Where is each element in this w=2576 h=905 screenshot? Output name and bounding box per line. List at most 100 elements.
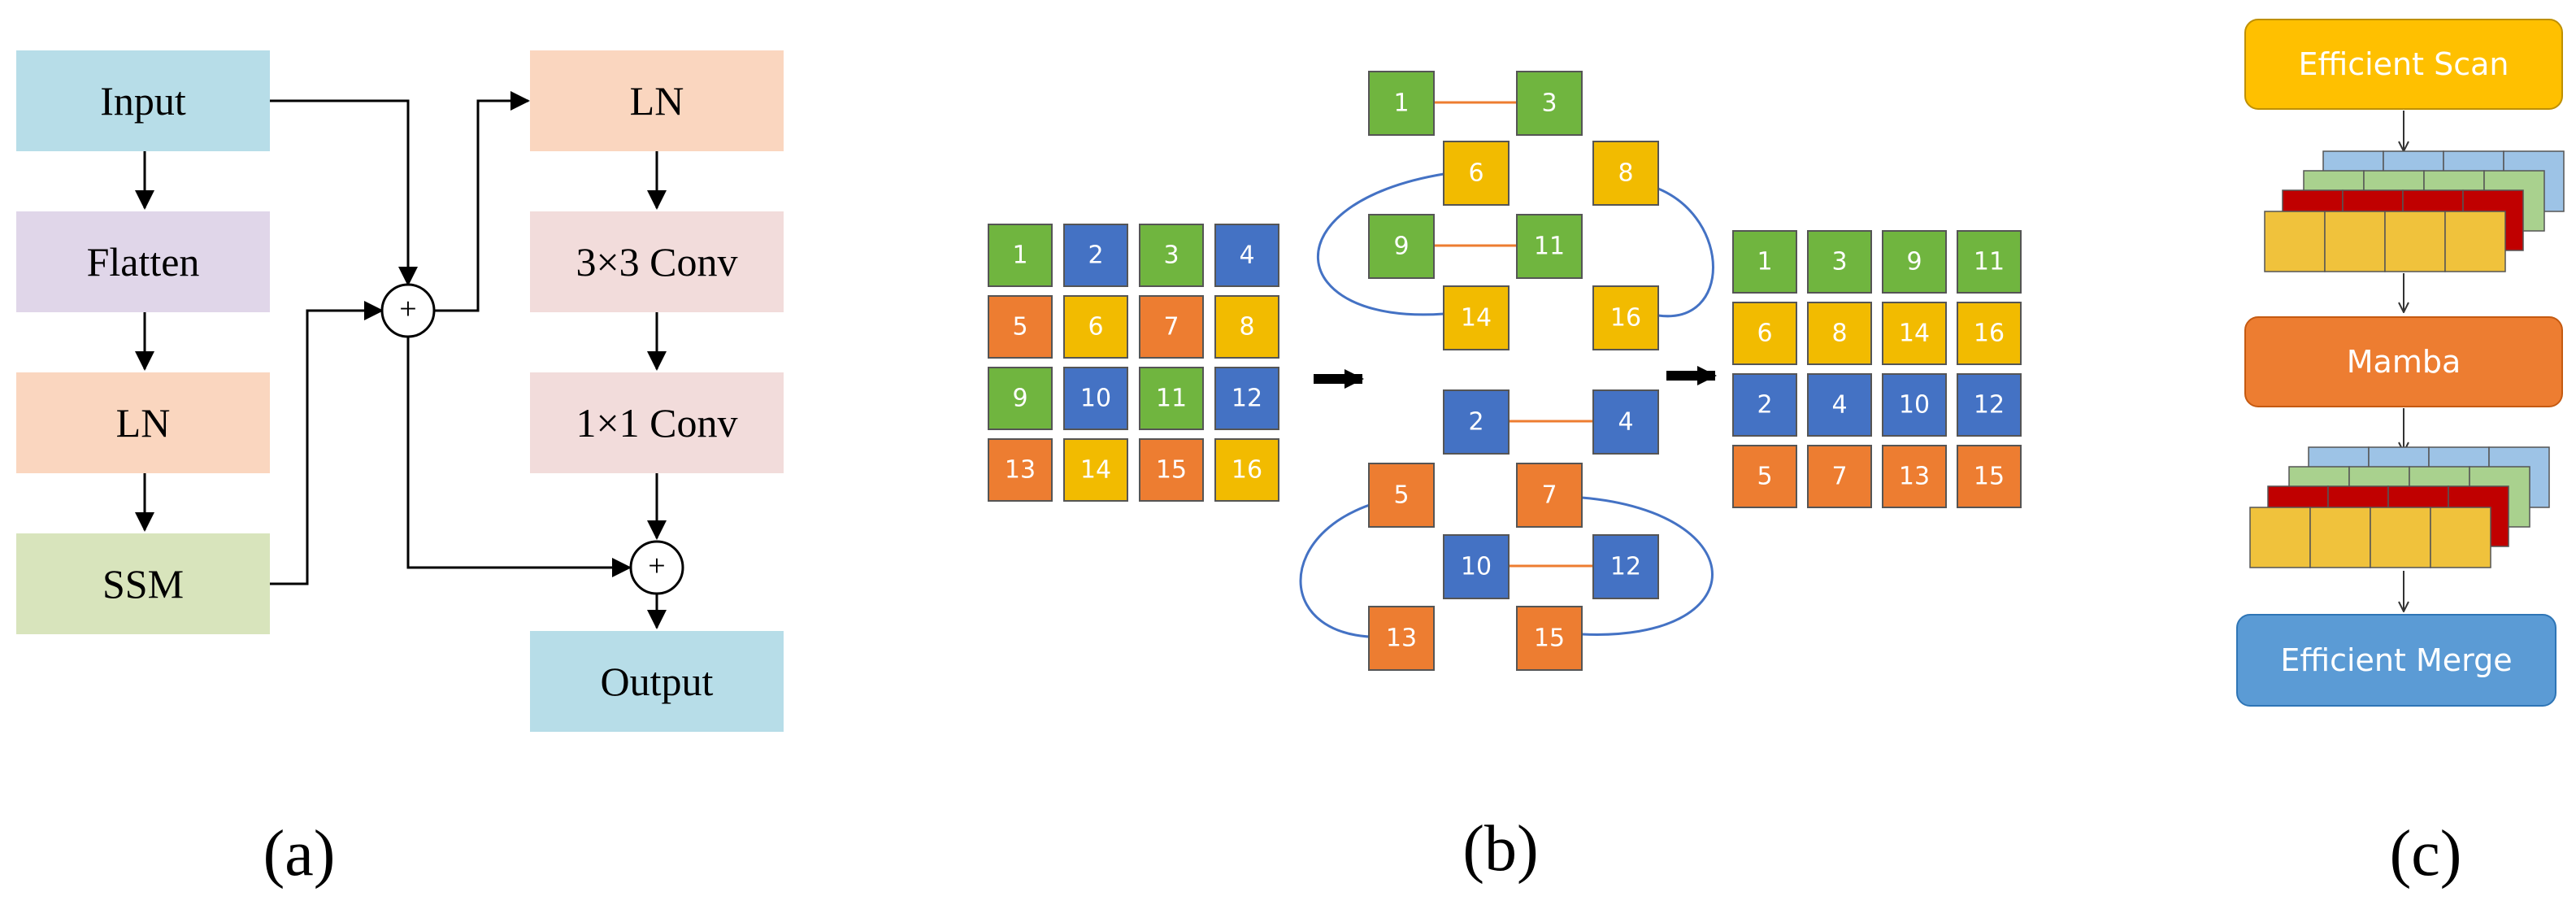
grid-tile-10-label: 10: [1080, 385, 1111, 413]
result-tile-14-label: 14: [1899, 320, 1930, 348]
token-stack-top: [2264, 150, 2565, 272]
plus-node-top: [380, 283, 436, 338]
scan-tile-5-fill: [1368, 463, 1435, 528]
result-tile-7: 7: [1807, 445, 1872, 508]
result-tile-3-label: 3: [1831, 248, 1847, 276]
result-tile-4-label: 4: [1831, 391, 1847, 420]
result-tile-7-fill: [1807, 445, 1872, 508]
grid-tile-10: 10: [1063, 367, 1128, 430]
grid-tile-6-fill: [1063, 295, 1128, 359]
scan-tile-8-label: 8: [1618, 159, 1633, 188]
grid-tile-12-label: 12: [1232, 385, 1262, 413]
grid-tile-3: 3: [1139, 224, 1204, 287]
grid-tile-6-label: 6: [1088, 313, 1103, 342]
efficient-merge-label: Efficient Merge: [2280, 642, 2512, 678]
scan-tile-13: 13: [1368, 606, 1435, 671]
grid-tile-16-label: 16: [1232, 456, 1262, 485]
result-tile-1: 1: [1732, 230, 1797, 294]
scan-tile-13-fill: [1368, 606, 1435, 671]
result-tile-5-fill: [1732, 445, 1797, 508]
result-tile-1-label: 1: [1757, 248, 1772, 276]
grid-tile-7: 7: [1139, 295, 1204, 359]
stack-bottom-cell: [2249, 507, 2311, 568]
grid-tile-9-label: 9: [1012, 385, 1027, 413]
efficient-scan-box: [2244, 19, 2563, 110]
scan-tile-9-label: 9: [1393, 233, 1409, 261]
scan-tile-7-fill: [1516, 463, 1583, 528]
efficient-merge-box: [2236, 614, 2556, 707]
panel-a: Input Flatten LN SSM LN 3×3 Conv 1×1 Con…: [16, 50, 784, 890]
grid-tile-9-fill: [988, 367, 1053, 430]
scan-tile-16-fill: [1592, 285, 1659, 350]
scan-tile-10-fill: [1443, 534, 1510, 599]
grid-tile-4-label: 4: [1239, 241, 1254, 270]
result-tile-14-fill: [1882, 302, 1947, 365]
grid-tile-16: 16: [1214, 438, 1279, 502]
grid-tile-13-label: 13: [1005, 456, 1036, 485]
scan-tile-9-fill: [1368, 214, 1435, 279]
scan-tile-3-label: 3: [1541, 89, 1557, 118]
result-tile-16-label: 16: [1974, 320, 2005, 348]
conv3-label: 3×3 Conv: [576, 239, 737, 285]
grid-tile-6: 6: [1063, 295, 1128, 359]
result-tile-2: 2: [1732, 373, 1797, 437]
input-box: [16, 50, 270, 151]
scan-tile-16-label: 16: [1610, 304, 1641, 333]
scan-tile-14: 14: [1443, 285, 1510, 350]
scan-tile-12-label: 12: [1610, 553, 1641, 581]
token-stack-bottom: [2249, 446, 2550, 568]
result-tile-10-fill: [1882, 373, 1947, 437]
grid-tile-13-fill: [988, 438, 1053, 502]
scan-tile-2-fill: [1443, 389, 1510, 455]
stack-top-layer-yellow: [2264, 211, 2506, 272]
result-tile-5-label: 5: [1757, 463, 1772, 491]
output-box: [530, 631, 784, 732]
scan-tile-1-fill: [1368, 71, 1435, 136]
ln-left-label: LN: [116, 400, 171, 446]
result-tile-4-fill: [1807, 373, 1872, 437]
plus-symbol-bottom: +: [648, 549, 665, 583]
efficient-scan-label: Efficient Scan: [2298, 46, 2509, 82]
result-tile-11-fill: [1957, 230, 2022, 294]
grid-tile-10-fill: [1063, 367, 1128, 430]
scan-tile-9: 9: [1368, 214, 1435, 279]
scan-tile-15: 15: [1516, 606, 1583, 671]
result-tile-2-fill: [1732, 373, 1797, 437]
grid-tile-7-label: 7: [1163, 313, 1179, 342]
scan-tile-7-label: 7: [1541, 481, 1557, 510]
conv1-box: [530, 372, 784, 473]
result-tile-12-fill: [1957, 373, 2022, 437]
grid-tile-14-fill: [1063, 438, 1128, 502]
result-tile-6-label: 6: [1757, 320, 1772, 348]
result-tile-16-fill: [1957, 302, 2022, 365]
scan-tile-13-label: 13: [1386, 624, 1417, 653]
scan-tile-11-fill: [1516, 214, 1583, 279]
scan-tile-10: 10: [1443, 534, 1510, 599]
grid-tile-8: 8: [1214, 295, 1279, 359]
grid-tile-14: 14: [1063, 438, 1128, 502]
grid-tile-2: 2: [1063, 224, 1128, 287]
panel-c: Efficient Scan Mamba Efficient Merge (c): [2236, 19, 2565, 890]
result-tile-6-fill: [1732, 302, 1797, 365]
result-tile-13-label: 13: [1899, 463, 1930, 491]
caption-b: (b): [1462, 813, 1538, 885]
scan-tile-11: 11: [1516, 214, 1583, 279]
flatten-box: [16, 211, 270, 312]
result-tile-15-fill: [1957, 445, 2022, 508]
scan-tile-7: 7: [1516, 463, 1583, 528]
scan-tile-8-fill: [1592, 141, 1659, 206]
grid-tile-1-label: 1: [1012, 241, 1027, 270]
scan-tile-5: 5: [1368, 463, 1435, 528]
stack-bottom-layer-yellow: [2249, 507, 2491, 568]
grid-tile-11-fill: [1139, 367, 1204, 430]
grid-tile-2-fill: [1063, 224, 1128, 287]
scan-tile-14-label: 14: [1461, 304, 1492, 333]
scan-tile-3-fill: [1516, 71, 1583, 136]
result-tile-13-fill: [1882, 445, 1947, 508]
grid-tile-5-label: 5: [1012, 313, 1027, 342]
scan-tile-8: 8: [1592, 141, 1659, 206]
